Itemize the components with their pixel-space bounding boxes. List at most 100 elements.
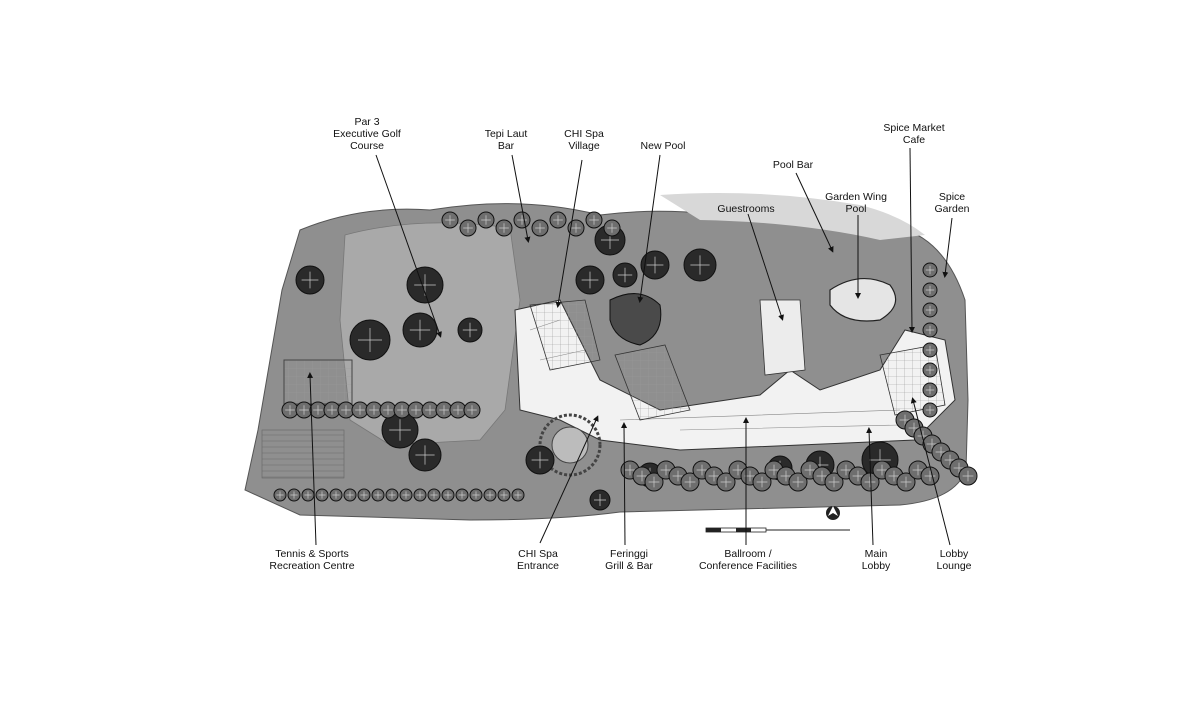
tree-detail [636, 470, 648, 482]
tree-detail [581, 271, 599, 289]
tree-detail [696, 464, 708, 476]
tree-detail [926, 438, 938, 450]
tree-detail [690, 255, 710, 275]
tree-detail [589, 215, 599, 225]
tree-detail [369, 405, 379, 415]
tree-detail [617, 267, 633, 283]
tree-detail [486, 491, 494, 499]
garden-wing-pool [829, 277, 897, 322]
sports-field [261, 429, 345, 479]
tree-detail [531, 451, 549, 469]
tree-detail [304, 491, 312, 499]
tree-detail [467, 405, 477, 415]
tree-detail [646, 256, 664, 274]
tree-detail [953, 462, 965, 474]
tree-detail [358, 328, 382, 352]
label-chi-spa-village: CHI Spa Village [564, 128, 604, 152]
leader-lines [307, 147, 953, 546]
tree-detail [624, 464, 636, 476]
label-par3-golf-course: Par 3 Executive Golf Course [333, 116, 401, 152]
tree-detail [402, 491, 410, 499]
beach-strip [660, 192, 925, 240]
tree-detail [313, 405, 323, 415]
label-tepi-laut-bar: Tepi Laut Bar [484, 128, 528, 152]
tree-detail [290, 491, 298, 499]
tree-detail [409, 319, 431, 341]
tree-detail [792, 476, 804, 488]
tree-detail [332, 491, 340, 499]
north-arrow-icon [826, 506, 840, 520]
tree-detail [571, 223, 581, 233]
scale-bar [705, 527, 850, 533]
tree-detail [514, 491, 522, 499]
tree-detail [935, 446, 947, 458]
lobby-block [879, 344, 946, 416]
tree-detail [899, 414, 911, 426]
tree-detail [925, 385, 935, 395]
tree-detail [383, 405, 393, 415]
tree-detail [828, 476, 840, 488]
tree-detail [804, 464, 816, 476]
tree-detail [535, 223, 545, 233]
label-chi-spa-entrance: CHI Spa Entrance [516, 548, 560, 572]
tree-detail [962, 470, 974, 482]
tree-detail [594, 494, 606, 506]
tree-detail [463, 223, 473, 233]
tree-detail [684, 476, 696, 488]
tree-detail [327, 405, 337, 415]
spa-entrance-circle [538, 413, 602, 477]
tree-detail [925, 325, 935, 335]
tree-detail [768, 464, 780, 476]
tree-detail [780, 470, 792, 482]
guestroom-wing [759, 299, 806, 376]
tree-detail [553, 215, 563, 225]
label-main-lobby: Main Lobby [861, 548, 891, 572]
tree-detail [374, 491, 382, 499]
tree-detail [900, 476, 912, 488]
tree-detail [462, 322, 478, 338]
label-spice-garden: Spice Garden [934, 191, 970, 215]
tree-detail [924, 470, 936, 482]
tree-detail [411, 405, 421, 415]
tree-detail [285, 405, 295, 415]
tree-detail [672, 470, 684, 482]
tree-detail [318, 491, 326, 499]
label-spice-market-cafe: Spice Market Cafe [883, 122, 945, 146]
tree-detail [346, 491, 354, 499]
tree-detail [355, 405, 365, 415]
tree-detail [299, 405, 309, 415]
tree-detail [425, 405, 435, 415]
tree-detail [925, 305, 935, 315]
tennis-courts [283, 359, 353, 405]
tree-detail [912, 464, 924, 476]
tree-detail [445, 215, 455, 225]
tree-detail [816, 470, 828, 482]
tree-detail [925, 345, 935, 355]
tree-detail [389, 419, 411, 441]
tree-detail [472, 491, 480, 499]
label-garden-wing-pool: Garden Wing Pool [825, 191, 887, 215]
tree-detail [416, 491, 424, 499]
tree-detail [481, 215, 491, 225]
tree-detail [388, 491, 396, 499]
tree-detail [648, 476, 660, 488]
label-feringgi-grill: Feringgi Grill & Bar [605, 548, 653, 572]
tree-detail [444, 491, 452, 499]
tree-detail [876, 464, 888, 476]
tree-detail [517, 215, 527, 225]
tree-detail [360, 491, 368, 499]
tree-detail [708, 470, 720, 482]
tree-detail [925, 365, 935, 375]
tree-detail [500, 491, 508, 499]
tree-detail [925, 285, 935, 295]
tree-detail [660, 464, 672, 476]
feringgi-block [614, 344, 691, 421]
tree-detail [276, 491, 284, 499]
tree-detail [607, 223, 617, 233]
tree-detail [908, 422, 920, 434]
label-lobby-lounge: Lobby Lounge [936, 548, 972, 572]
tree-detail [499, 223, 509, 233]
label-pool-bar: Pool Bar [772, 159, 814, 171]
label-ballroom: Ballroom / Conference Facilities [698, 548, 798, 572]
